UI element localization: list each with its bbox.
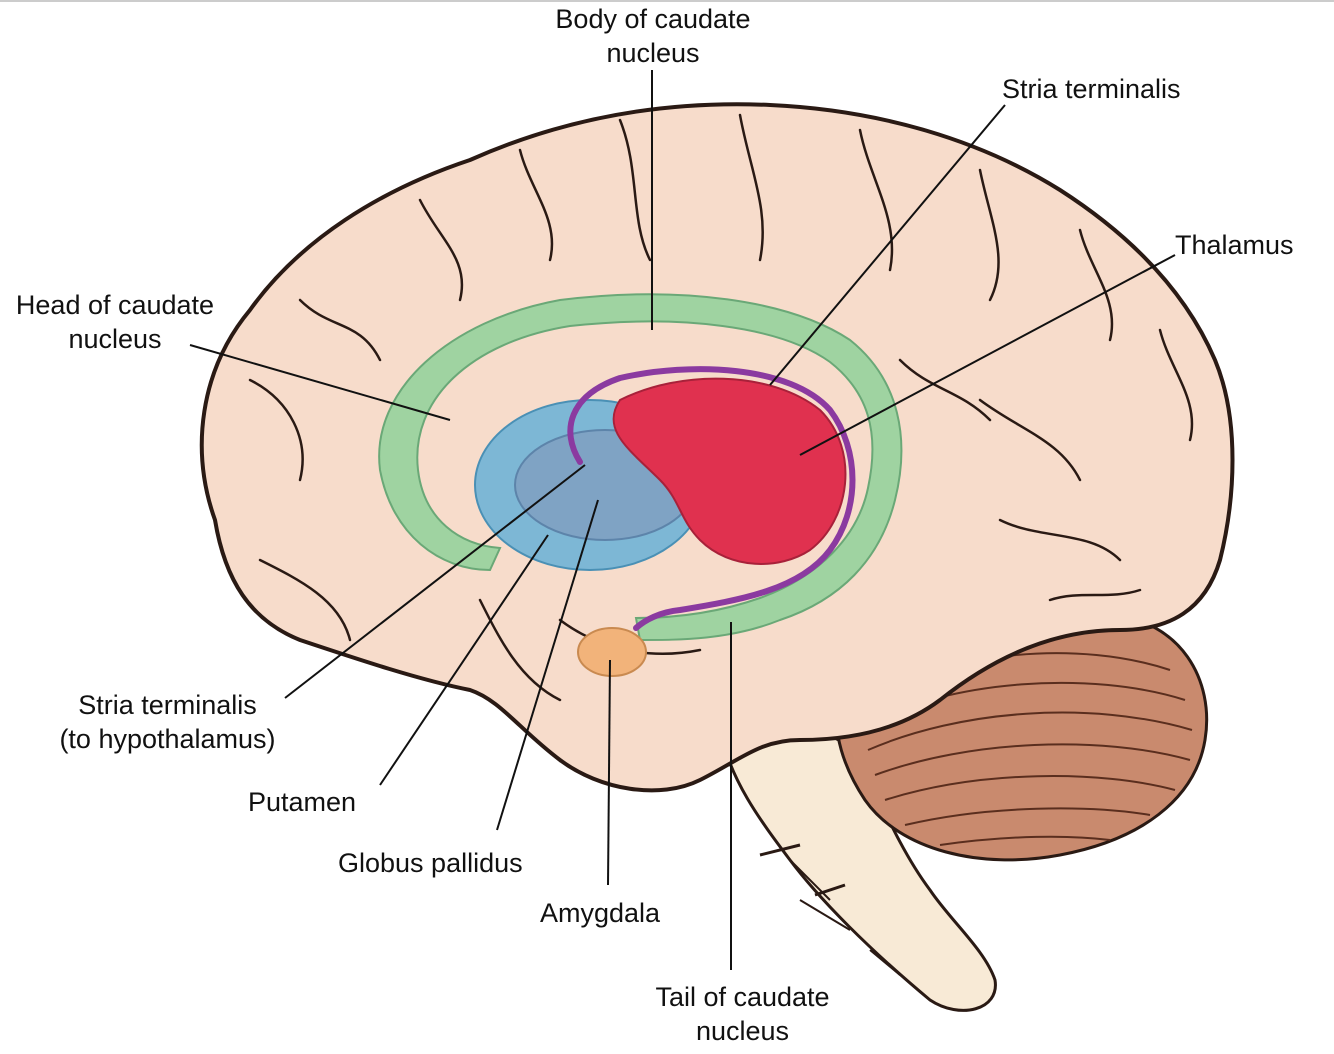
label-line: Putamen xyxy=(248,787,357,817)
label-stria-terminalis-top: Stria terminalis xyxy=(1002,72,1181,106)
leader-lines xyxy=(189,70,1176,970)
label-tail-of-caudate-nucleus: Tail of caudate nucleus xyxy=(630,980,855,1048)
caudate-nucleus xyxy=(378,293,903,642)
stria-terminalis xyxy=(567,366,856,631)
label-line: Amygdala xyxy=(540,898,661,928)
label-line: Stria terminalis xyxy=(1002,74,1181,104)
label-line: Head of caudate xyxy=(15,290,215,320)
label-line: Body of caudate xyxy=(555,4,751,34)
label-globus-pallidus: Globus pallidus xyxy=(338,846,523,880)
label-putamen: Putamen xyxy=(248,785,356,819)
label-line: (to hypothalamus) xyxy=(59,724,276,754)
label-head-of-caudate-nucleus: Head of caudate nucleus xyxy=(0,288,230,356)
label-line: Tail of caudate xyxy=(655,982,830,1012)
amygdala xyxy=(577,627,647,677)
label-thalamus: Thalamus xyxy=(1175,228,1294,262)
label-line: Globus pallidus xyxy=(338,848,523,878)
label-line: nucleus xyxy=(606,38,700,68)
thalamus xyxy=(612,377,847,565)
label-line: nucleus xyxy=(695,1016,790,1046)
label-line: Thalamus xyxy=(1175,230,1294,260)
label-amygdala: Amygdala xyxy=(540,896,660,930)
label-line: Stria terminalis xyxy=(78,690,257,720)
label-body-of-caudate-nucleus: Body of caudate nucleus xyxy=(533,2,773,70)
label-line: nucleus xyxy=(68,324,162,354)
label-stria-terminalis-bottom: Stria terminalis (to hypothalamus) xyxy=(40,688,295,756)
